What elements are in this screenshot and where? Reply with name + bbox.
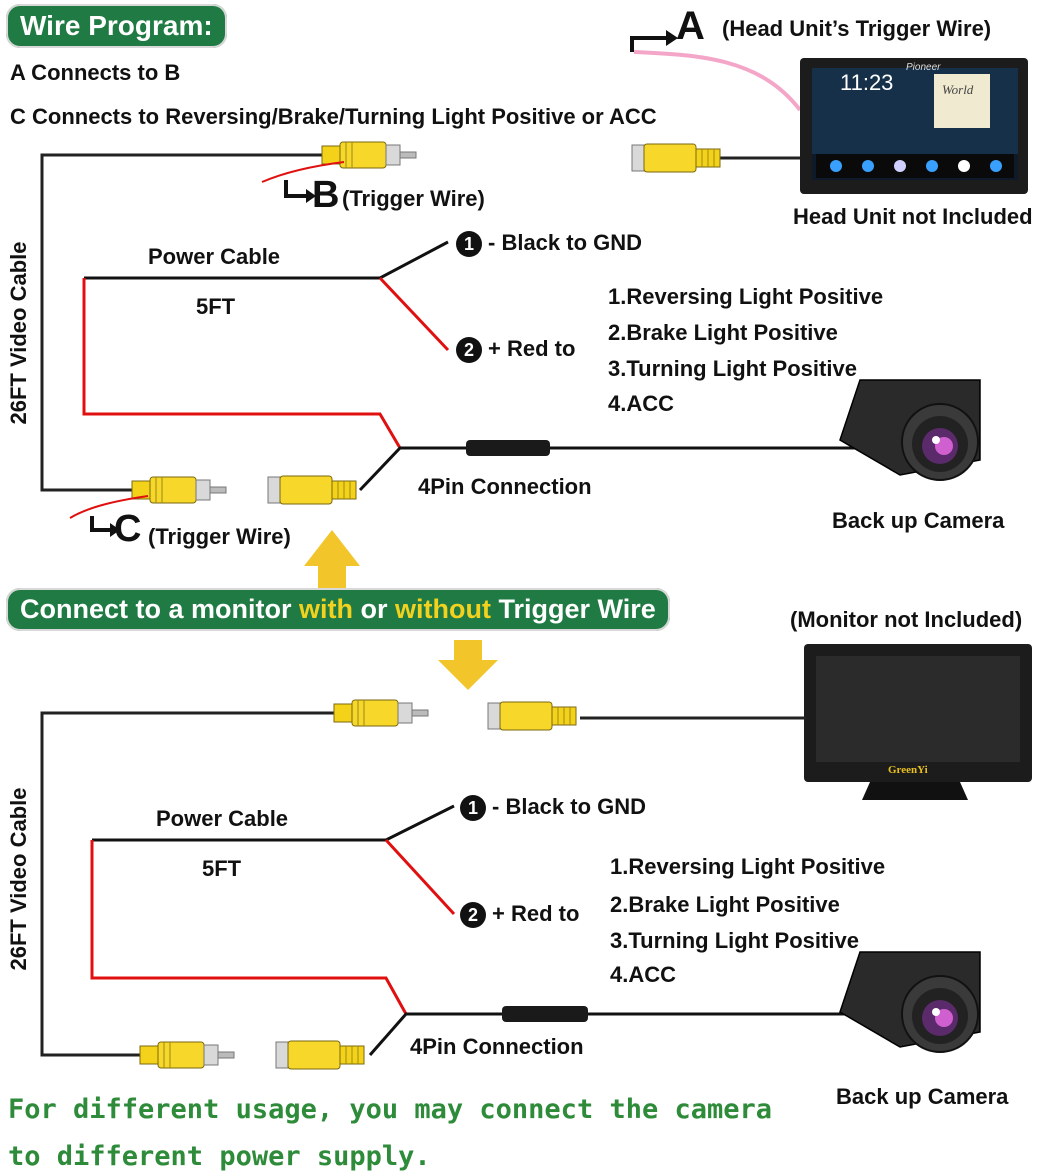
trigger-wire-c: (Trigger Wire) xyxy=(148,524,291,549)
wire-program-title: Wire Program: xyxy=(6,4,227,48)
head-unit-album: World xyxy=(942,82,974,97)
red-wire-top xyxy=(82,278,402,449)
label-a: A xyxy=(676,4,705,48)
arrow-b-icon xyxy=(284,180,306,198)
option-4-top: 4.ACC xyxy=(608,391,675,416)
video-cable-label-bottom: 26FT Video Cable xyxy=(6,787,31,971)
monitor-caption: (Monitor not Included) xyxy=(790,607,1023,632)
option-2-bottom: 2.Brake Light Positive xyxy=(610,892,840,917)
camera-label-top: Back up Camera xyxy=(832,508,1005,533)
video-cable-label-top: 26FT Video Cable xyxy=(6,241,31,425)
trigger-wire-b: (Trigger Wire) xyxy=(342,186,485,211)
footer-note-line-1: For different usage, you may connect the… xyxy=(8,1094,773,1125)
video-connector-bottom xyxy=(333,699,429,727)
label-b: B xyxy=(312,174,340,216)
arrow-a-icon xyxy=(630,36,666,52)
length-label-bottom: 5FT xyxy=(202,856,242,881)
head-video-connector xyxy=(631,143,721,173)
marker-2-icon: 2 xyxy=(460,902,486,929)
camera-top xyxy=(839,379,981,481)
red-wire-bottom xyxy=(90,840,408,1015)
camera-video-connector-bottom xyxy=(275,1040,365,1070)
video-cable-bottom xyxy=(40,711,334,1057)
head-unit-caption: Head Unit not Included xyxy=(793,204,1033,229)
head-unit xyxy=(800,58,1028,194)
black-gnd-bottom: 1- Black to GND xyxy=(460,794,646,822)
head-unit-time: 11:23 xyxy=(840,70,894,95)
video-connector-c xyxy=(131,476,227,504)
head-unit-brand: Pioneer xyxy=(906,62,941,73)
power-cable-label-bottom: Power Cable xyxy=(156,806,289,831)
monitor xyxy=(804,644,1032,800)
monitor-brand: GreenYi xyxy=(888,764,928,776)
video-cable-top xyxy=(40,153,322,492)
black-gnd-top: 1- Black to GND xyxy=(456,230,642,258)
arrow-down-icon xyxy=(438,640,498,690)
length-label-top: 5FT xyxy=(196,294,236,319)
marker-2-icon: 2 xyxy=(456,337,482,364)
marker-1-icon: 1 xyxy=(460,795,486,822)
pink-trigger-wire xyxy=(633,50,802,112)
option-2-top: 2.Brake Light Positive xyxy=(608,320,838,345)
rule-a-b: A Connects to B xyxy=(10,60,181,85)
camera-video-connector-top xyxy=(267,475,357,505)
pin-connector-bottom xyxy=(502,1006,588,1022)
red-to-bottom: 2+ Red to xyxy=(460,901,579,929)
video-connector-b xyxy=(321,141,417,169)
pin-connector-top xyxy=(466,440,550,456)
marker-1-icon: 1 xyxy=(456,231,482,258)
footer-note-line-2: to different power supply. xyxy=(8,1141,431,1172)
power-cable-label-top: Power Cable xyxy=(148,244,281,269)
camera-connector-male-bottom xyxy=(139,1041,235,1069)
head-trigger-label: (Head Unit’s Trigger Wire) xyxy=(722,16,992,41)
rule-c: C Connects to Reversing/Brake/Turning Li… xyxy=(10,104,657,129)
option-3-top: 3.Turning Light Positive xyxy=(608,356,857,381)
option-4-bottom: 4.ACC xyxy=(610,962,677,987)
option-1-top: 1.Reversing Light Positive xyxy=(608,284,884,309)
camera-label-bottom: Back up Camera xyxy=(836,1084,1009,1109)
connect-monitor-banner: Connect to a monitor with or without Tri… xyxy=(6,588,670,631)
monitor-video-connector xyxy=(487,701,577,731)
camera-bottom xyxy=(839,951,981,1053)
pin-label-top: 4Pin Connection xyxy=(418,474,592,499)
option-3-bottom: 3.Turning Light Positive xyxy=(610,928,859,953)
pin-label-bottom: 4Pin Connection xyxy=(410,1034,584,1059)
arrow-up-icon xyxy=(304,530,360,590)
arrow-c-icon xyxy=(90,516,110,532)
label-c: C xyxy=(114,508,142,550)
option-1-bottom: 1.Reversing Light Positive xyxy=(610,854,886,879)
red-to-top: 2+ Red to xyxy=(456,336,575,364)
